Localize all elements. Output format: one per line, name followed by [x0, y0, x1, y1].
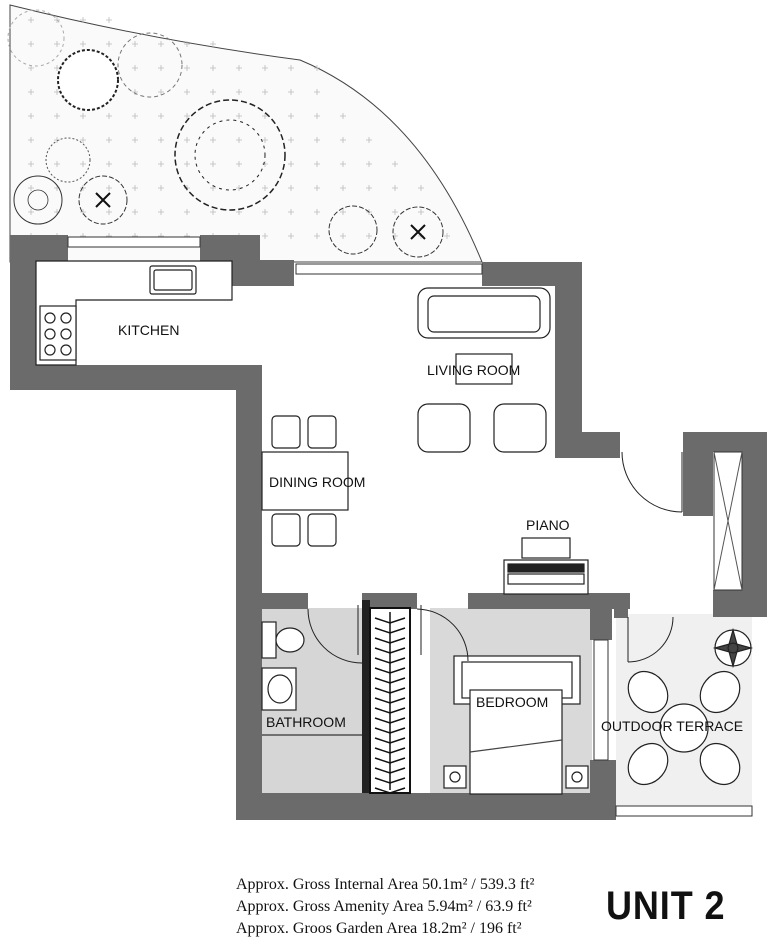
piano	[503, 537, 589, 595]
label-piano: PIANO	[526, 517, 570, 533]
label-living-room: LIVING ROOM	[427, 362, 520, 378]
area-summary: Approx. Gross Internal Area 50.1m² / 539…	[236, 874, 596, 940]
wall-segment	[590, 600, 612, 640]
dining-chair	[307, 415, 337, 449]
terrace-table	[659, 703, 709, 753]
wall-segment	[200, 235, 260, 261]
walls	[10, 235, 767, 820]
terrace-chair	[627, 670, 669, 714]
garden-shrub-3	[45, 137, 91, 183]
wall-segment	[10, 365, 262, 390]
wall-segment	[742, 432, 767, 617]
bedroom-furniture	[443, 655, 589, 795]
wall-segment	[236, 365, 262, 820]
dining-chair	[271, 513, 301, 547]
garden-shrub-6	[328, 205, 378, 255]
door-swing	[307, 608, 363, 664]
wall-segment	[555, 432, 620, 458]
garden-shrub-2	[117, 32, 183, 98]
window	[593, 639, 609, 761]
living-room-furniture	[417, 287, 551, 453]
room-labels: KITCHEN LIVING ROOM DINING ROOM PIANO BA…	[118, 322, 743, 734]
dining-furniture	[261, 415, 349, 547]
garden	[7, 4, 483, 263]
wall-segment	[232, 260, 294, 286]
garden-shrub-5	[78, 175, 128, 225]
garden-shrub-7	[392, 206, 444, 258]
door-swing	[416, 608, 469, 662]
terrace-chair	[627, 742, 669, 786]
window	[67, 236, 201, 248]
garden-shrub-4	[13, 175, 63, 225]
wall-segment	[10, 235, 36, 390]
garden-tree-large	[174, 99, 286, 211]
wall-segment	[362, 600, 370, 793]
label-outdoor-terrace: OUTDOOR TERRACE	[601, 718, 743, 734]
wardrobe	[369, 607, 411, 794]
kitchen-counter	[35, 260, 233, 366]
armchair	[417, 403, 471, 453]
garden-shrub-8	[7, 9, 65, 67]
unit-title: UNIT 2	[606, 884, 726, 928]
door-swing	[621, 451, 683, 513]
label-kitchen: KITCHEN	[118, 322, 179, 338]
gross-amenity-area: Approx. Gross Amenity Area 5.94m² / 63.9…	[236, 898, 532, 915]
wall-segment	[468, 593, 630, 609]
garden-shrub-1	[57, 49, 119, 111]
wall-segment	[236, 593, 308, 609]
wall-segment	[236, 793, 616, 820]
label-bathroom: BATHROOM	[266, 714, 346, 730]
bathroom-fixtures	[261, 621, 362, 736]
wall-segment	[683, 432, 713, 516]
windows	[67, 236, 753, 817]
piano-bench	[521, 537, 571, 559]
window	[615, 805, 753, 817]
gross-internal-area: Approx. Gross Internal Area 50.1m² / 539…	[236, 876, 535, 893]
toilet-tank	[261, 621, 277, 659]
label-dining-room: DINING ROOM	[269, 474, 365, 490]
dining-table	[261, 451, 349, 511]
coffee-table	[455, 353, 513, 385]
label-bedroom: BEDROOM	[476, 694, 548, 710]
door-swing	[627, 616, 674, 663]
dining-chair	[307, 513, 337, 547]
wall-segment	[362, 593, 417, 609]
terrace-chair	[699, 742, 741, 786]
terrace-chair	[699, 670, 741, 714]
garden-area: Approx. Groos Garden Area 18.2m² / 196 f…	[236, 920, 522, 937]
wall-segment	[713, 590, 767, 617]
armchair	[493, 403, 547, 453]
doors	[307, 451, 683, 664]
wall-segment	[614, 600, 628, 618]
terrace-furniture	[627, 627, 754, 786]
wall-segment	[555, 262, 582, 458]
window	[295, 263, 483, 275]
terrace-plant	[712, 627, 754, 669]
dining-chair	[271, 415, 301, 449]
toilet-bowl	[275, 627, 305, 653]
